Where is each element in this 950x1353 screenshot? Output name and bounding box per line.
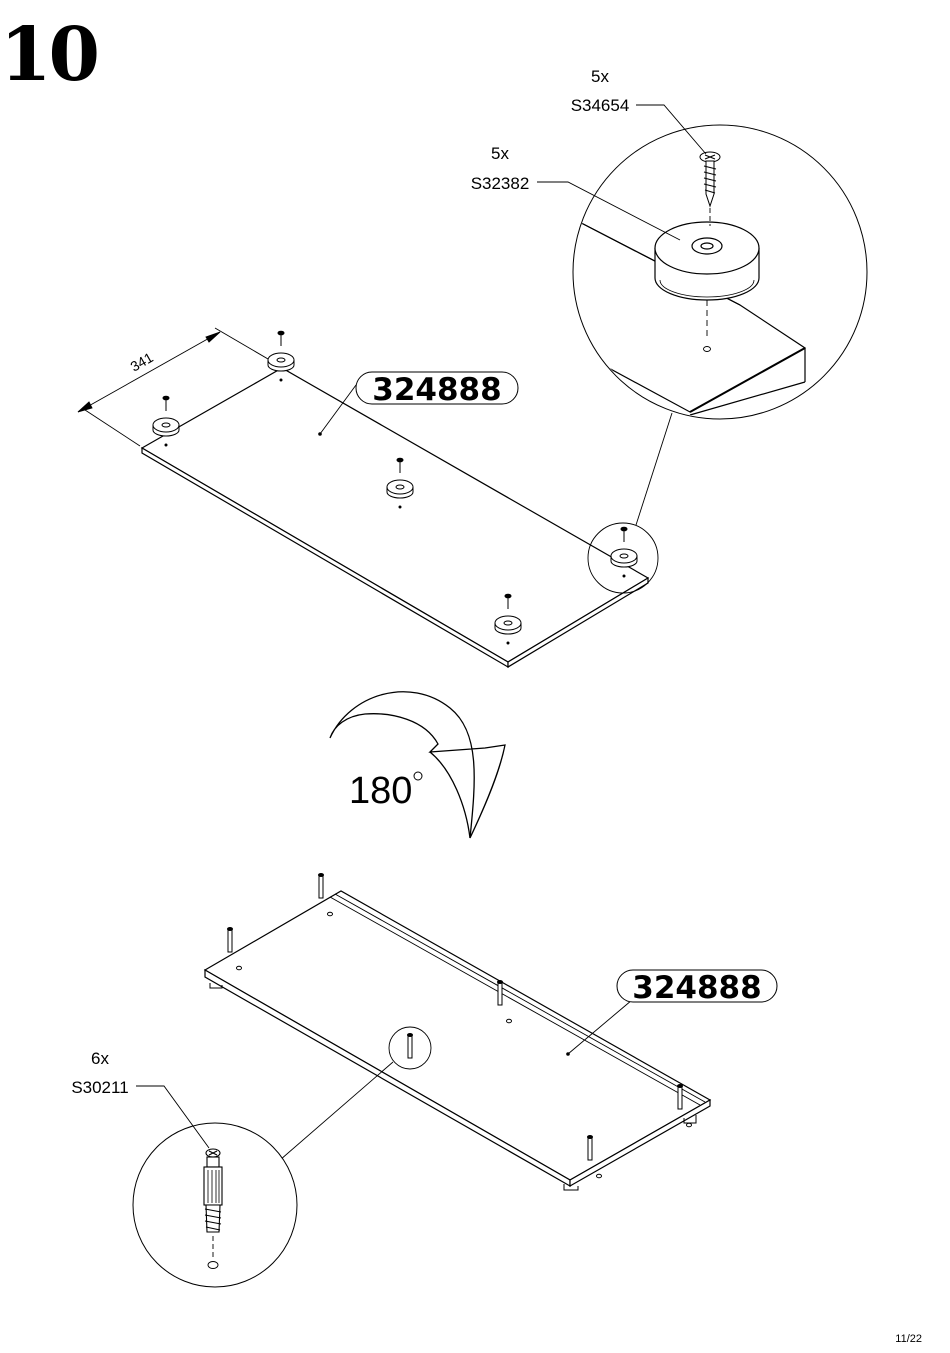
top-part-tag: 324888 [355,371,519,408]
glide-foot [494,615,522,635]
screw [620,526,628,542]
cam-bolt [227,927,233,953]
screw-icon [699,151,721,208]
glide-foot [267,352,295,372]
cam-bolt [318,873,324,899]
bottom-part-number: 324888 [632,970,761,1006]
callout-qty-bolt: 6x [91,1049,109,1068]
bottom-detail-marker [388,1026,432,1070]
glide-foot [152,417,180,437]
step-number: 10 [0,12,100,98]
screw [277,330,285,346]
page-number: 11/22 [895,1333,922,1345]
cam-bolt-icon [203,1148,223,1233]
top-detail-marker [587,522,659,594]
top-panel-feet [152,330,638,645]
cam-bolt [407,1033,413,1059]
callout-qty-screw: 5x [591,67,609,86]
glide-foot [386,479,414,499]
top-part-number: 324888 [372,372,501,408]
callout-qty-glide: 5x [491,144,509,163]
screw [162,395,170,411]
cam-bolt [587,1135,593,1161]
bottom-panel-bolts [227,873,692,1179]
top-detail-zoom [572,124,868,420]
bottom-part-tag: 324888 [616,969,778,1006]
rotation-value: 180 [349,770,412,812]
glide-foot [610,548,638,568]
callout-code-glide: S32382 [471,174,530,193]
bottom-panel [203,890,712,1191]
top-panel [140,367,650,669]
cam-bolt [677,1084,683,1110]
top-panel-face [140,367,650,663]
cam-bolt [497,980,503,1006]
glide-foot-icon [654,221,760,301]
bottom-detail-zoom [132,1122,298,1288]
screw [504,593,512,609]
rotate-arrow-icon [329,691,506,839]
callout-code-bolt: S30211 [71,1078,128,1097]
degree-symbol [413,771,423,781]
screw [396,457,404,473]
callout-code-screw: S34654 [571,96,630,115]
